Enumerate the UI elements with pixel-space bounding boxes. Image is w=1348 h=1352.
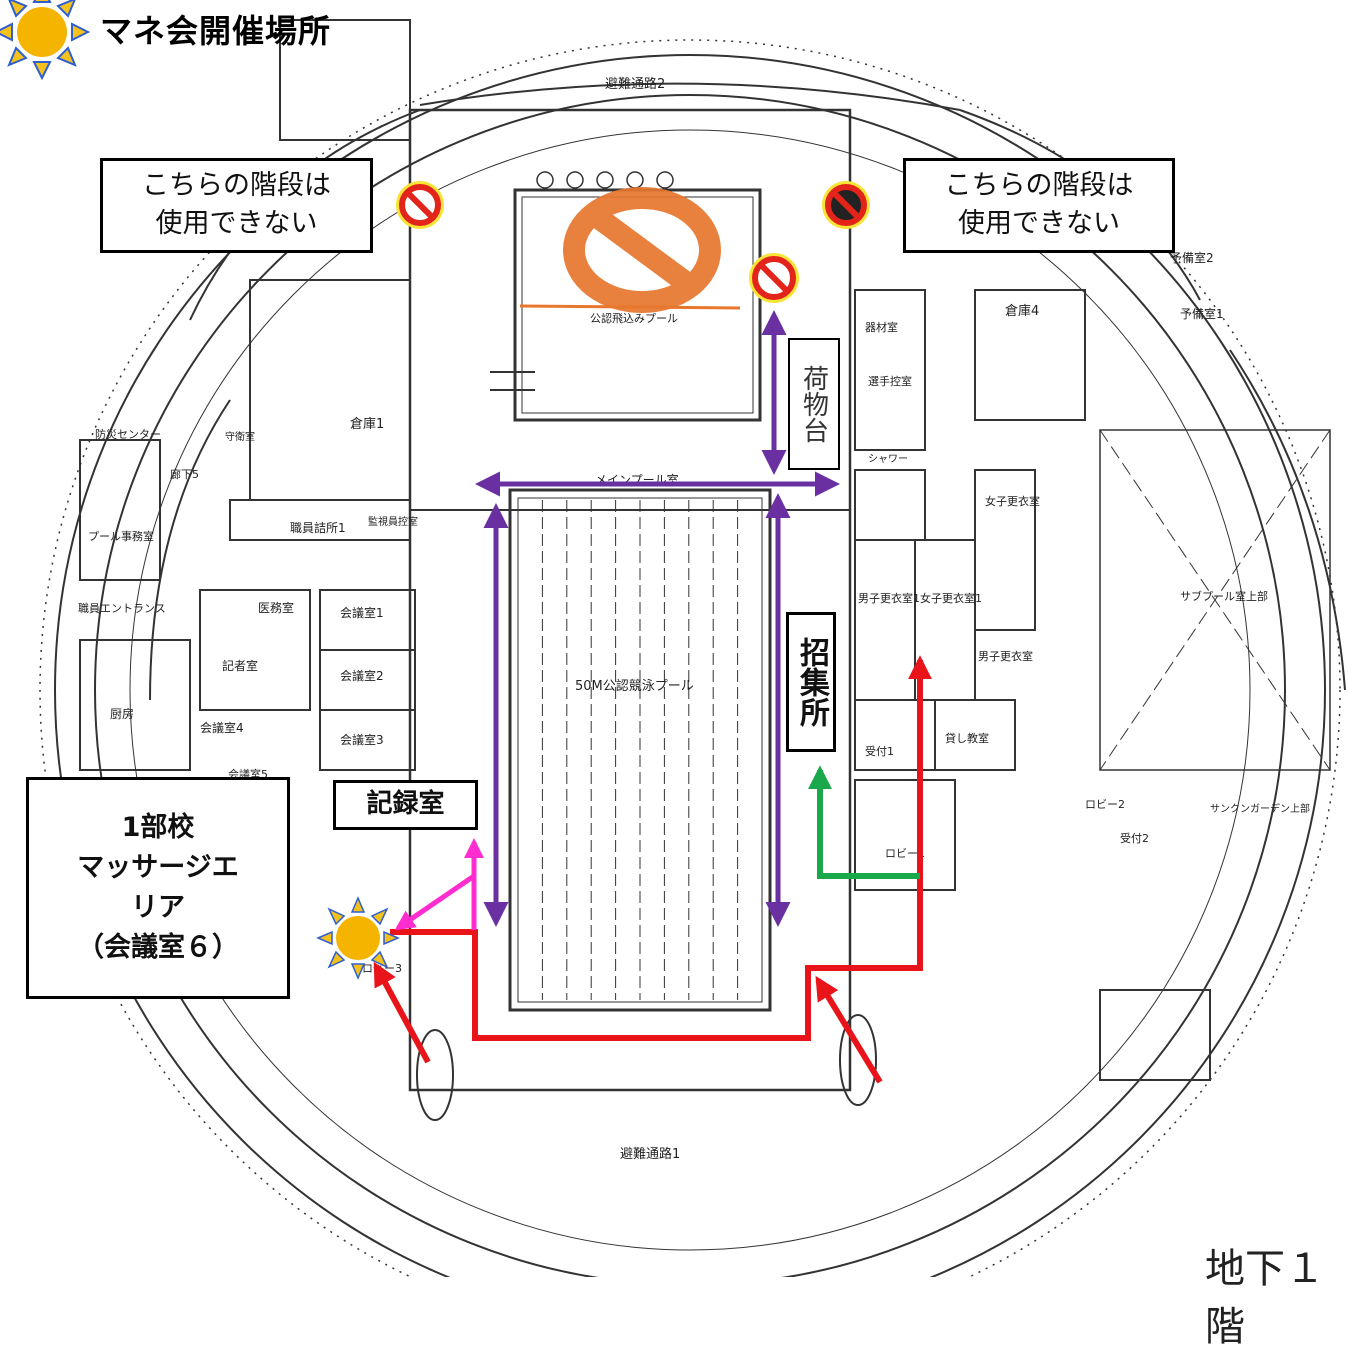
mens-change1-label: 男子更衣室1 — [858, 591, 920, 605]
no-entry-icon — [749, 253, 799, 303]
guard-room-label: 守衛室 — [225, 430, 255, 443]
meeting1-label: 会議室1 — [340, 605, 384, 620]
evac1-label: 避難通路1 — [620, 1146, 680, 1162]
luggage-label: 荷物台 — [788, 338, 840, 470]
no-entry-icon — [396, 181, 444, 229]
storage-room-label: 器材室 — [865, 320, 898, 334]
pool-office-label: プール事務室 — [88, 529, 154, 543]
reception1-label: 受付1 — [865, 745, 894, 758]
assembly-label: 招集所 — [786, 612, 836, 752]
medical-label: 医務室 — [258, 600, 294, 615]
supervisor-room-label: 監視員控室 — [368, 515, 418, 528]
meeting2-label: 会議室2 — [340, 668, 384, 683]
lobby2-label: ロビー2 — [1085, 798, 1125, 811]
press-label: 記者室 — [222, 658, 258, 673]
staff-entrance-label: 職員エントランス — [78, 602, 166, 615]
red-arrow-bottom-right — [815, 975, 883, 1084]
left-stairs-note: こちらの階段は 使用できない — [100, 158, 373, 253]
mens-change-label: 男子更衣室 — [978, 649, 1033, 663]
no-entry-icon — [563, 187, 721, 313]
records-room-label: 記録室 — [333, 780, 478, 830]
kitchen-label: 厨房 — [110, 706, 134, 721]
massage-line4: （会議室６） — [77, 932, 239, 963]
page-title: マネ会開催場所 — [100, 12, 332, 50]
sub-pool-label: サブプール室上部 — [1180, 589, 1268, 603]
womens-change-label: 女子更衣室 — [985, 494, 1040, 508]
massage-line3: リア — [131, 892, 185, 923]
warmup-pool-strike — [519, 304, 741, 310]
reserve2-label: 予備室2 — [1170, 250, 1214, 265]
red-route — [373, 655, 932, 1084]
magenta-route — [394, 838, 484, 931]
main-50m-pool — [508, 488, 772, 1012]
shower-label: シャワー — [868, 454, 908, 465]
floor-label: 地下１階 — [1205, 1246, 1325, 1350]
massage-line2: マッサージエ — [77, 852, 239, 883]
rental-class-label: 貸し教室 — [945, 731, 989, 745]
red-arrow-bottom-left — [373, 961, 431, 1064]
venue-floor-plan: 避難通路2 避難通路1 公認飛込みプール メインプール室 50M公認競泳プール … — [0, 0, 1346, 1277]
corridor5-label: 廊下5 — [170, 467, 199, 481]
athletes-room-label: 選手控室 — [868, 374, 912, 388]
reception2-label: 受付2 — [1120, 832, 1149, 845]
no-entry-icon — [822, 181, 870, 229]
warehouse1-label: 倉庫1 — [350, 417, 384, 432]
warmup-pool-label: 公認飛込みプール — [590, 311, 678, 325]
right-stairs-note-line1: こちらの階段は — [944, 170, 1134, 201]
green-route — [808, 765, 920, 879]
red-route-main — [390, 655, 932, 1041]
disaster-center-label: 防災センター — [95, 427, 161, 441]
purple-route — [475, 310, 840, 927]
evac2-label: 避難通路2 — [605, 76, 665, 92]
sun-icon — [316, 896, 400, 980]
warehouse4-label: 倉庫4 — [1005, 304, 1039, 319]
massage-line1: 1部校 — [121, 812, 195, 843]
reserve1-label: 予備室1 — [1180, 306, 1224, 321]
left-stairs-note-line1: こちらの階段は — [142, 170, 331, 201]
right-stairs-note-line2: 使用できない — [958, 208, 1120, 239]
sun-icon — [0, 0, 91, 81]
massage-area-label: 1部校 マッサージエ リア （会議室６） — [26, 777, 290, 999]
left-stairs-note-line2: 使用できない — [155, 208, 318, 239]
pool-50m-label: 50M公認競泳プール — [575, 678, 694, 694]
lobby1-label: ロビー1 — [885, 847, 925, 860]
officials-room-label: 職員詰所1 — [290, 520, 346, 535]
right-stairs-note: こちらの階段は 使用できない — [903, 158, 1175, 253]
womens-change1-label: 女子更衣室1 — [920, 591, 982, 605]
sunken-garden-label: サンクンガーデン上部 — [1210, 802, 1310, 815]
meeting4-label: 会議室4 — [200, 720, 244, 735]
meeting3-label: 会議室3 — [340, 732, 384, 747]
